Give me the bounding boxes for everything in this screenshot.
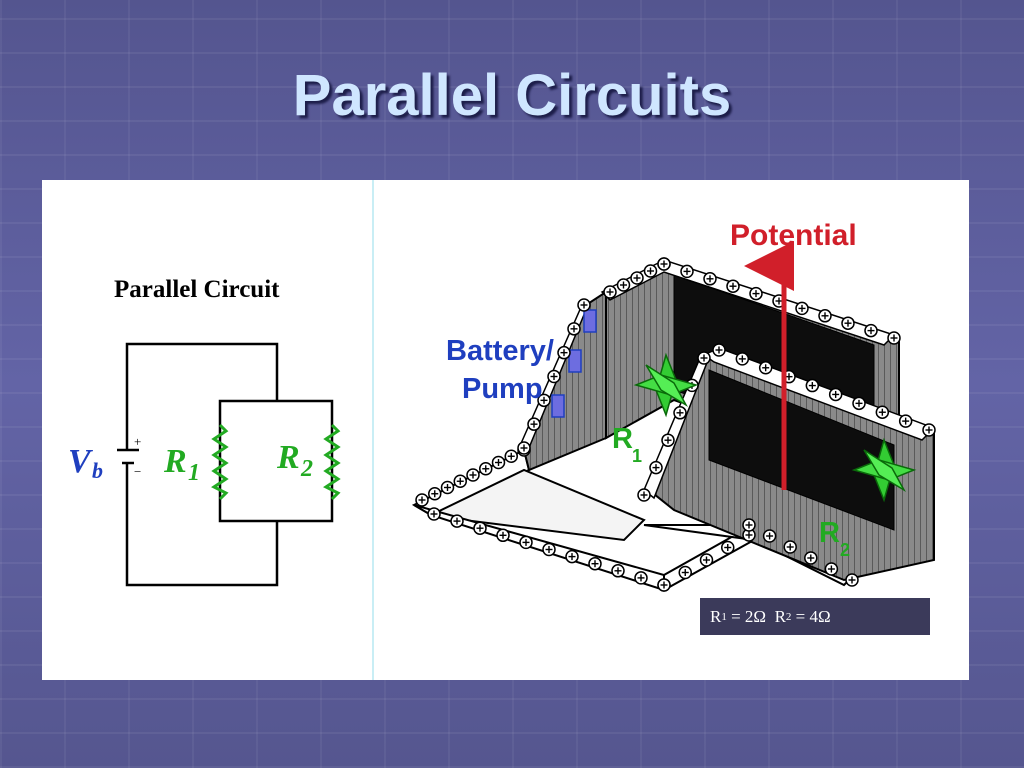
r2-label: R [276, 439, 300, 476]
r2-paddle-wheel [851, 437, 917, 503]
charge-markers [415, 257, 936, 592]
diagram-panel: Parallel Circuit + − V b R 1 R 2 [42, 180, 969, 680]
pump-cell-1 [583, 309, 597, 333]
r1-label: R [163, 443, 187, 480]
legend-r1-prefix: R [710, 606, 722, 626]
r2-label-sub: 2 [300, 456, 313, 482]
r1-label-sub: 1 [188, 460, 200, 486]
battery-label-sub: b [92, 458, 103, 483]
schematic-wires [125, 342, 334, 587]
pump-cell-3 [551, 394, 565, 418]
parallel-circuit-schematic: Parallel Circuit + − V b R 1 R 2 [68, 276, 341, 587]
slide-title: Parallel Circuits [292, 63, 732, 128]
panel-divider [372, 180, 374, 680]
battery-symbol: + − [117, 434, 141, 479]
potential-analogy-diagram: Potential Battery/ Pump R 1 R 2 [411, 219, 936, 592]
battery-plus: + [134, 434, 141, 449]
schematic-heading: Parallel Circuit [114, 276, 280, 303]
r1-3d-label-sub: 1 [632, 446, 642, 466]
r2-3d-label-sub: 2 [840, 540, 850, 560]
r2-3d-label: R [819, 517, 840, 549]
battery-pump-label-line1: Battery/ [446, 335, 554, 367]
pump-cell-2 [568, 349, 582, 373]
legend-r1-sub: 1 [721, 610, 727, 623]
r1-paddle-wheel [633, 352, 699, 418]
legend-r2-prefix: R [774, 606, 786, 626]
battery-pump-label-line2: Pump [462, 373, 543, 405]
r2-resistor [323, 423, 341, 501]
battery-minus: − [134, 464, 141, 479]
potential-label: Potential [730, 219, 857, 252]
r1-resistor [211, 423, 229, 501]
r1-3d-label: R [612, 423, 633, 455]
legend-r1-value: = 2Ω [726, 606, 775, 626]
legend-r2-value: = 4Ω [791, 606, 831, 626]
battery-label: V [68, 443, 93, 480]
legend-r2-sub: 2 [785, 610, 792, 623]
